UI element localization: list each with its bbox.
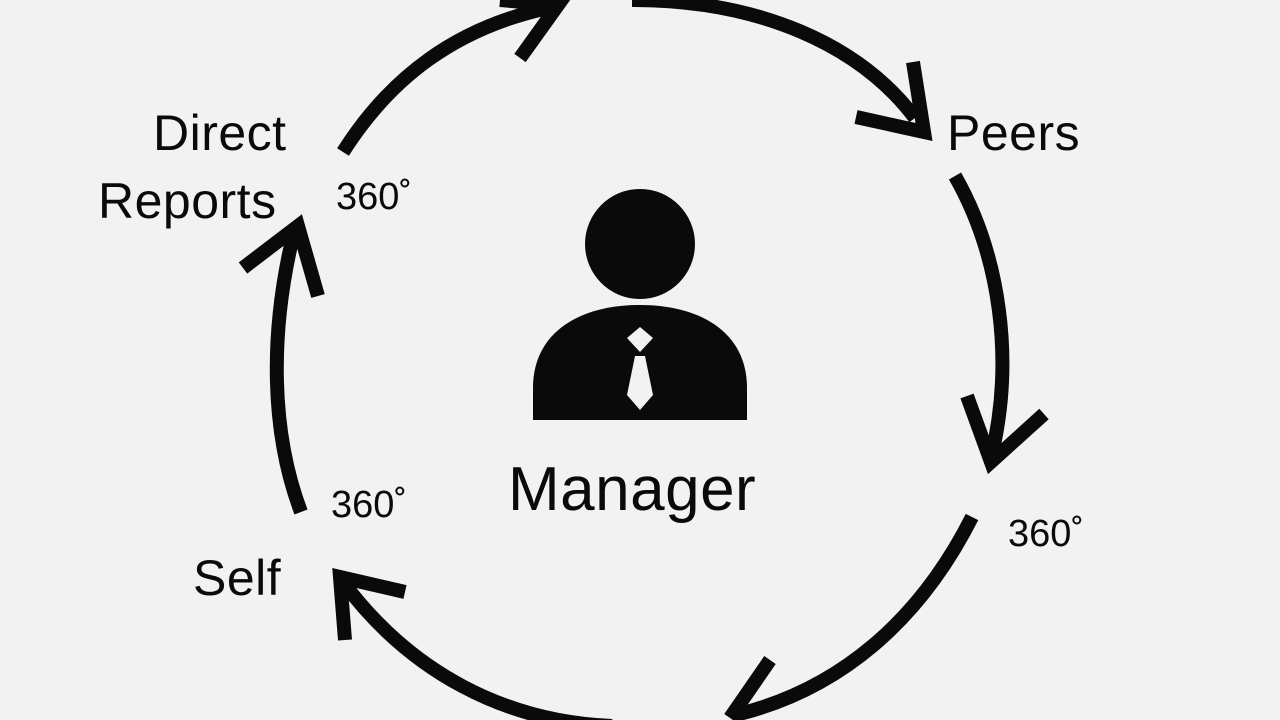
arrow-bottom-to-self-head	[332, 568, 407, 641]
degree-label-left-bottom: 360˚	[331, 484, 408, 526]
tie-knot	[627, 327, 653, 352]
arrow-bottom-to-self	[337, 577, 613, 720]
node-label-reports: Reports	[98, 173, 277, 229]
degree-label-right: 360˚	[1008, 513, 1085, 555]
arrow-self-to-reports-head	[238, 214, 325, 298]
arrow-bottom-right-head	[724, 656, 776, 720]
arrow-reports-to-top-head	[499, 0, 571, 63]
node-label-self: Self	[193, 550, 282, 606]
arrow-top-to-peers-head	[854, 60, 933, 142]
arrow-top-to-peers	[631, 0, 921, 123]
node-label-peers: Peers	[947, 105, 1081, 161]
node-label-direct: Direct	[153, 105, 287, 161]
arrow-peers-down-head	[960, 393, 1049, 475]
degree-label-left-top: 360˚	[336, 176, 413, 218]
arrow-reports-to-top	[337, 1, 550, 156]
center-label-manager: Manager	[508, 455, 757, 524]
tie-blade	[627, 356, 653, 410]
arrow-self-to-reports	[269, 230, 308, 515]
arrow-bottom-right	[733, 513, 979, 720]
arrow-peers-down	[948, 172, 1010, 460]
person-with-tie-icon	[533, 189, 747, 420]
person-head	[585, 189, 695, 299]
